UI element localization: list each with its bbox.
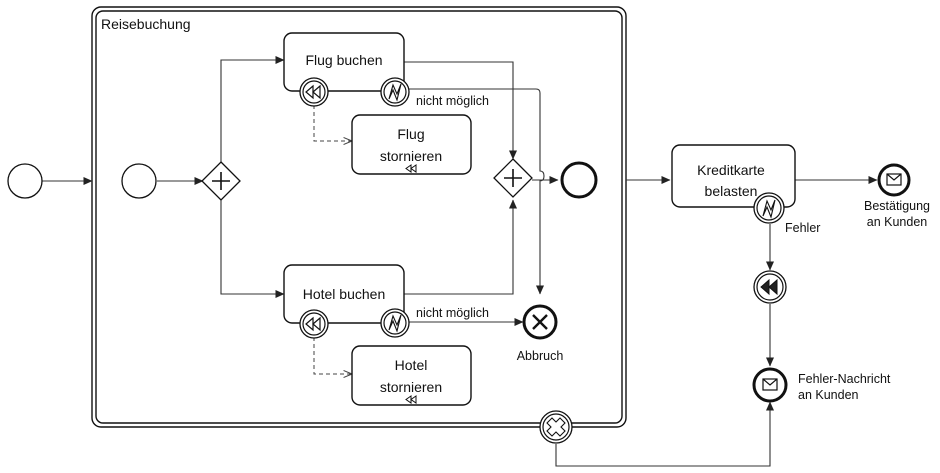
label-fehler: Fehler bbox=[785, 221, 820, 235]
boundary-compensation-event-flug[interactable] bbox=[299, 77, 329, 107]
task-kreditkarte-label-2: belasten bbox=[705, 183, 758, 199]
error-lightning-icon bbox=[388, 314, 402, 333]
task-kreditkarte-belasten[interactable]: Kreditkarte belasten bbox=[671, 144, 796, 208]
association-hotel-compensation bbox=[313, 337, 352, 374]
intermediate-compensation-event[interactable] bbox=[753, 270, 787, 304]
flow-split-to-flug bbox=[220, 56, 285, 162]
rewind-icon bbox=[305, 316, 321, 332]
task-flug-stornieren[interactable]: Flug stornieren bbox=[351, 114, 472, 175]
rewind-icon bbox=[760, 278, 778, 296]
parallel-join-gateway[interactable] bbox=[493, 158, 533, 198]
parallel-split-gateway[interactable] bbox=[201, 161, 241, 201]
subprocess-start-event[interactable] bbox=[121, 163, 157, 199]
subprocess-title: Reisebuchung bbox=[101, 16, 191, 32]
flow-flug-error-to-abbruch bbox=[403, 88, 545, 295]
boundary-error-event-flug[interactable] bbox=[380, 77, 410, 107]
task-flug-buchen[interactable]: Flug buchen bbox=[283, 32, 405, 92]
boundary-error-event-kreditkarte[interactable] bbox=[753, 192, 785, 224]
rewind-icon bbox=[305, 84, 321, 100]
cancel-x-icon bbox=[532, 314, 548, 330]
task-hotel-buchen-label: Hotel buchen bbox=[303, 286, 386, 302]
message-end-event-bestaetigung[interactable] bbox=[877, 163, 911, 197]
flow-split-to-hotel bbox=[220, 200, 285, 298]
boundary-error-event-hotel[interactable] bbox=[380, 308, 410, 338]
message-end-event-fehler-nachricht[interactable] bbox=[752, 367, 788, 403]
compensation-associations bbox=[313, 105, 352, 374]
compensation-marker-icon bbox=[405, 395, 417, 404]
subprocess-end-event[interactable] bbox=[560, 161, 598, 199]
task-hotel-stornieren-label-1: Hotel bbox=[395, 357, 428, 373]
label-nicht-moeglich-hotel: nicht möglich bbox=[416, 306, 489, 320]
flow-hotel-to-join bbox=[404, 199, 517, 295]
cancel-x-icon bbox=[546, 417, 566, 437]
flow-flug-to-join bbox=[404, 61, 517, 160]
label-bestaetigung-1: Bestätigung bbox=[864, 199, 930, 213]
cancel-end-event-abbruch[interactable] bbox=[522, 304, 558, 340]
flow-cancel-to-fehler-nachricht bbox=[555, 401, 774, 467]
error-lightning-icon bbox=[762, 199, 776, 219]
boundary-compensation-event-hotel[interactable] bbox=[299, 309, 329, 339]
label-bestaetigung-2: an Kunden bbox=[867, 215, 928, 229]
task-hotel-buchen[interactable]: Hotel buchen bbox=[283, 264, 405, 324]
task-flug-stornieren-label-2: stornieren bbox=[380, 148, 442, 164]
task-hotel-stornieren[interactable]: Hotel stornieren bbox=[351, 345, 472, 406]
task-kreditkarte-label-1: Kreditkarte bbox=[697, 162, 765, 178]
association-flug-compensation bbox=[313, 105, 352, 141]
error-lightning-icon bbox=[388, 83, 402, 102]
label-fehler-nachricht-1: Fehler-Nachricht bbox=[798, 372, 891, 386]
label-abbruch: Abbruch bbox=[517, 349, 564, 363]
task-flug-stornieren-label-1: Flug bbox=[397, 126, 424, 142]
label-fehler-nachricht-2: an Kunden bbox=[798, 388, 859, 402]
sequence-flows bbox=[42, 56, 878, 467]
start-event[interactable] bbox=[7, 163, 43, 199]
compensation-marker-icon bbox=[405, 164, 417, 173]
label-nicht-moeglich-flug: nicht möglich bbox=[416, 94, 489, 108]
task-flug-buchen-label: Flug buchen bbox=[305, 52, 382, 68]
task-hotel-stornieren-label-2: stornieren bbox=[380, 379, 442, 395]
boundary-cancel-event[interactable] bbox=[539, 410, 573, 444]
